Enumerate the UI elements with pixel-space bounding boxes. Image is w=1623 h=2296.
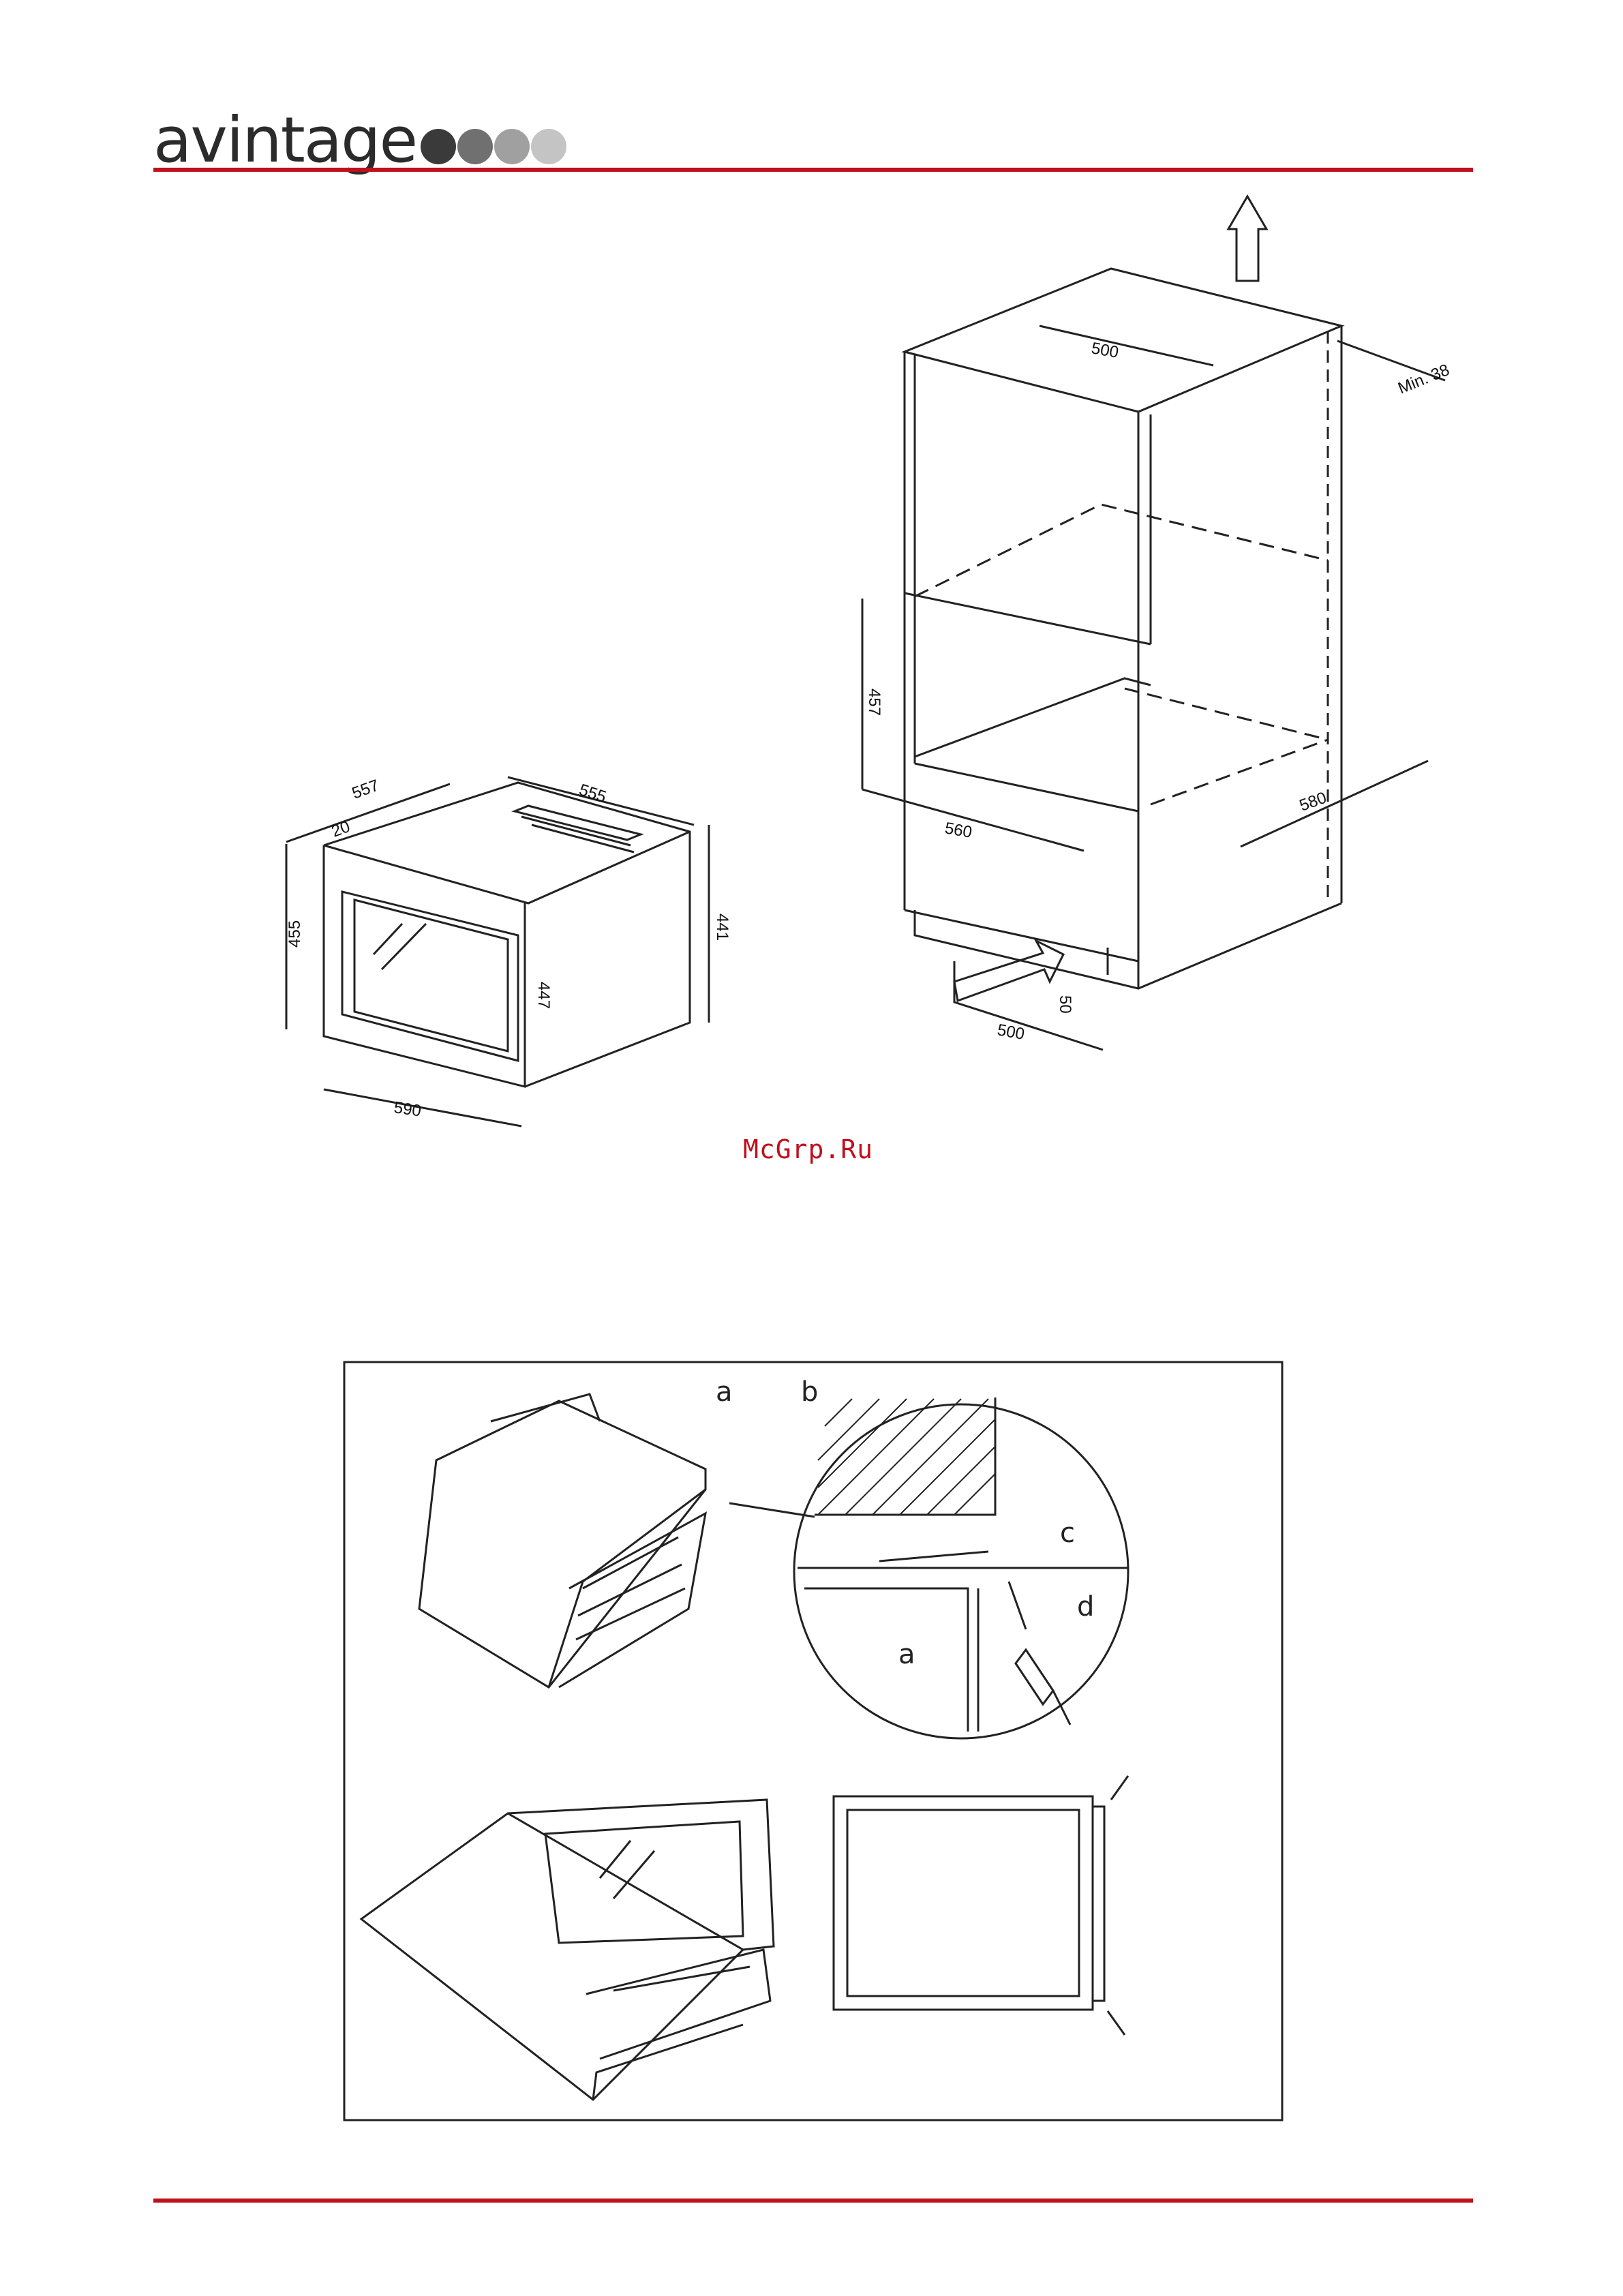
dim-height-front: 455 bbox=[286, 920, 304, 948]
airflow-up-arrow bbox=[1228, 196, 1266, 281]
label-d: d bbox=[1077, 1591, 1094, 1622]
label-c: c bbox=[1060, 1517, 1075, 1549]
dim-width-top: 555 bbox=[577, 781, 608, 806]
hatching bbox=[818, 1399, 995, 1515]
dim-top-opening: 500 bbox=[1090, 339, 1120, 362]
airflow-vent-arrow bbox=[954, 941, 1063, 1001]
cabinet-diagram bbox=[862, 196, 1445, 1050]
dim-vent-width: 500 bbox=[996, 1021, 1026, 1044]
dim-depth: 557 bbox=[350, 776, 382, 803]
dim-width-front: 590 bbox=[393, 1098, 422, 1120]
dim-niche-width: 560 bbox=[943, 819, 973, 842]
footer-rule bbox=[153, 2199, 1473, 2203]
label-b: b bbox=[801, 1376, 818, 1408]
dim-niche-depth: 580 bbox=[1297, 789, 1329, 815]
dim-vent-height: 50 bbox=[1056, 995, 1074, 1014]
dim-height-side: 447 bbox=[534, 982, 553, 1009]
watermark: McGrp.Ru bbox=[743, 1134, 873, 1164]
installation-frame bbox=[344, 1362, 1282, 2120]
installation-diagram bbox=[361, 1394, 1128, 2100]
dim-height-back: 441 bbox=[713, 913, 731, 941]
dim-niche-height: 457 bbox=[865, 689, 883, 716]
label-a-detail: a bbox=[898, 1639, 915, 1670]
cabinet-top bbox=[905, 269, 1341, 412]
label-a-top: a bbox=[716, 1376, 733, 1408]
